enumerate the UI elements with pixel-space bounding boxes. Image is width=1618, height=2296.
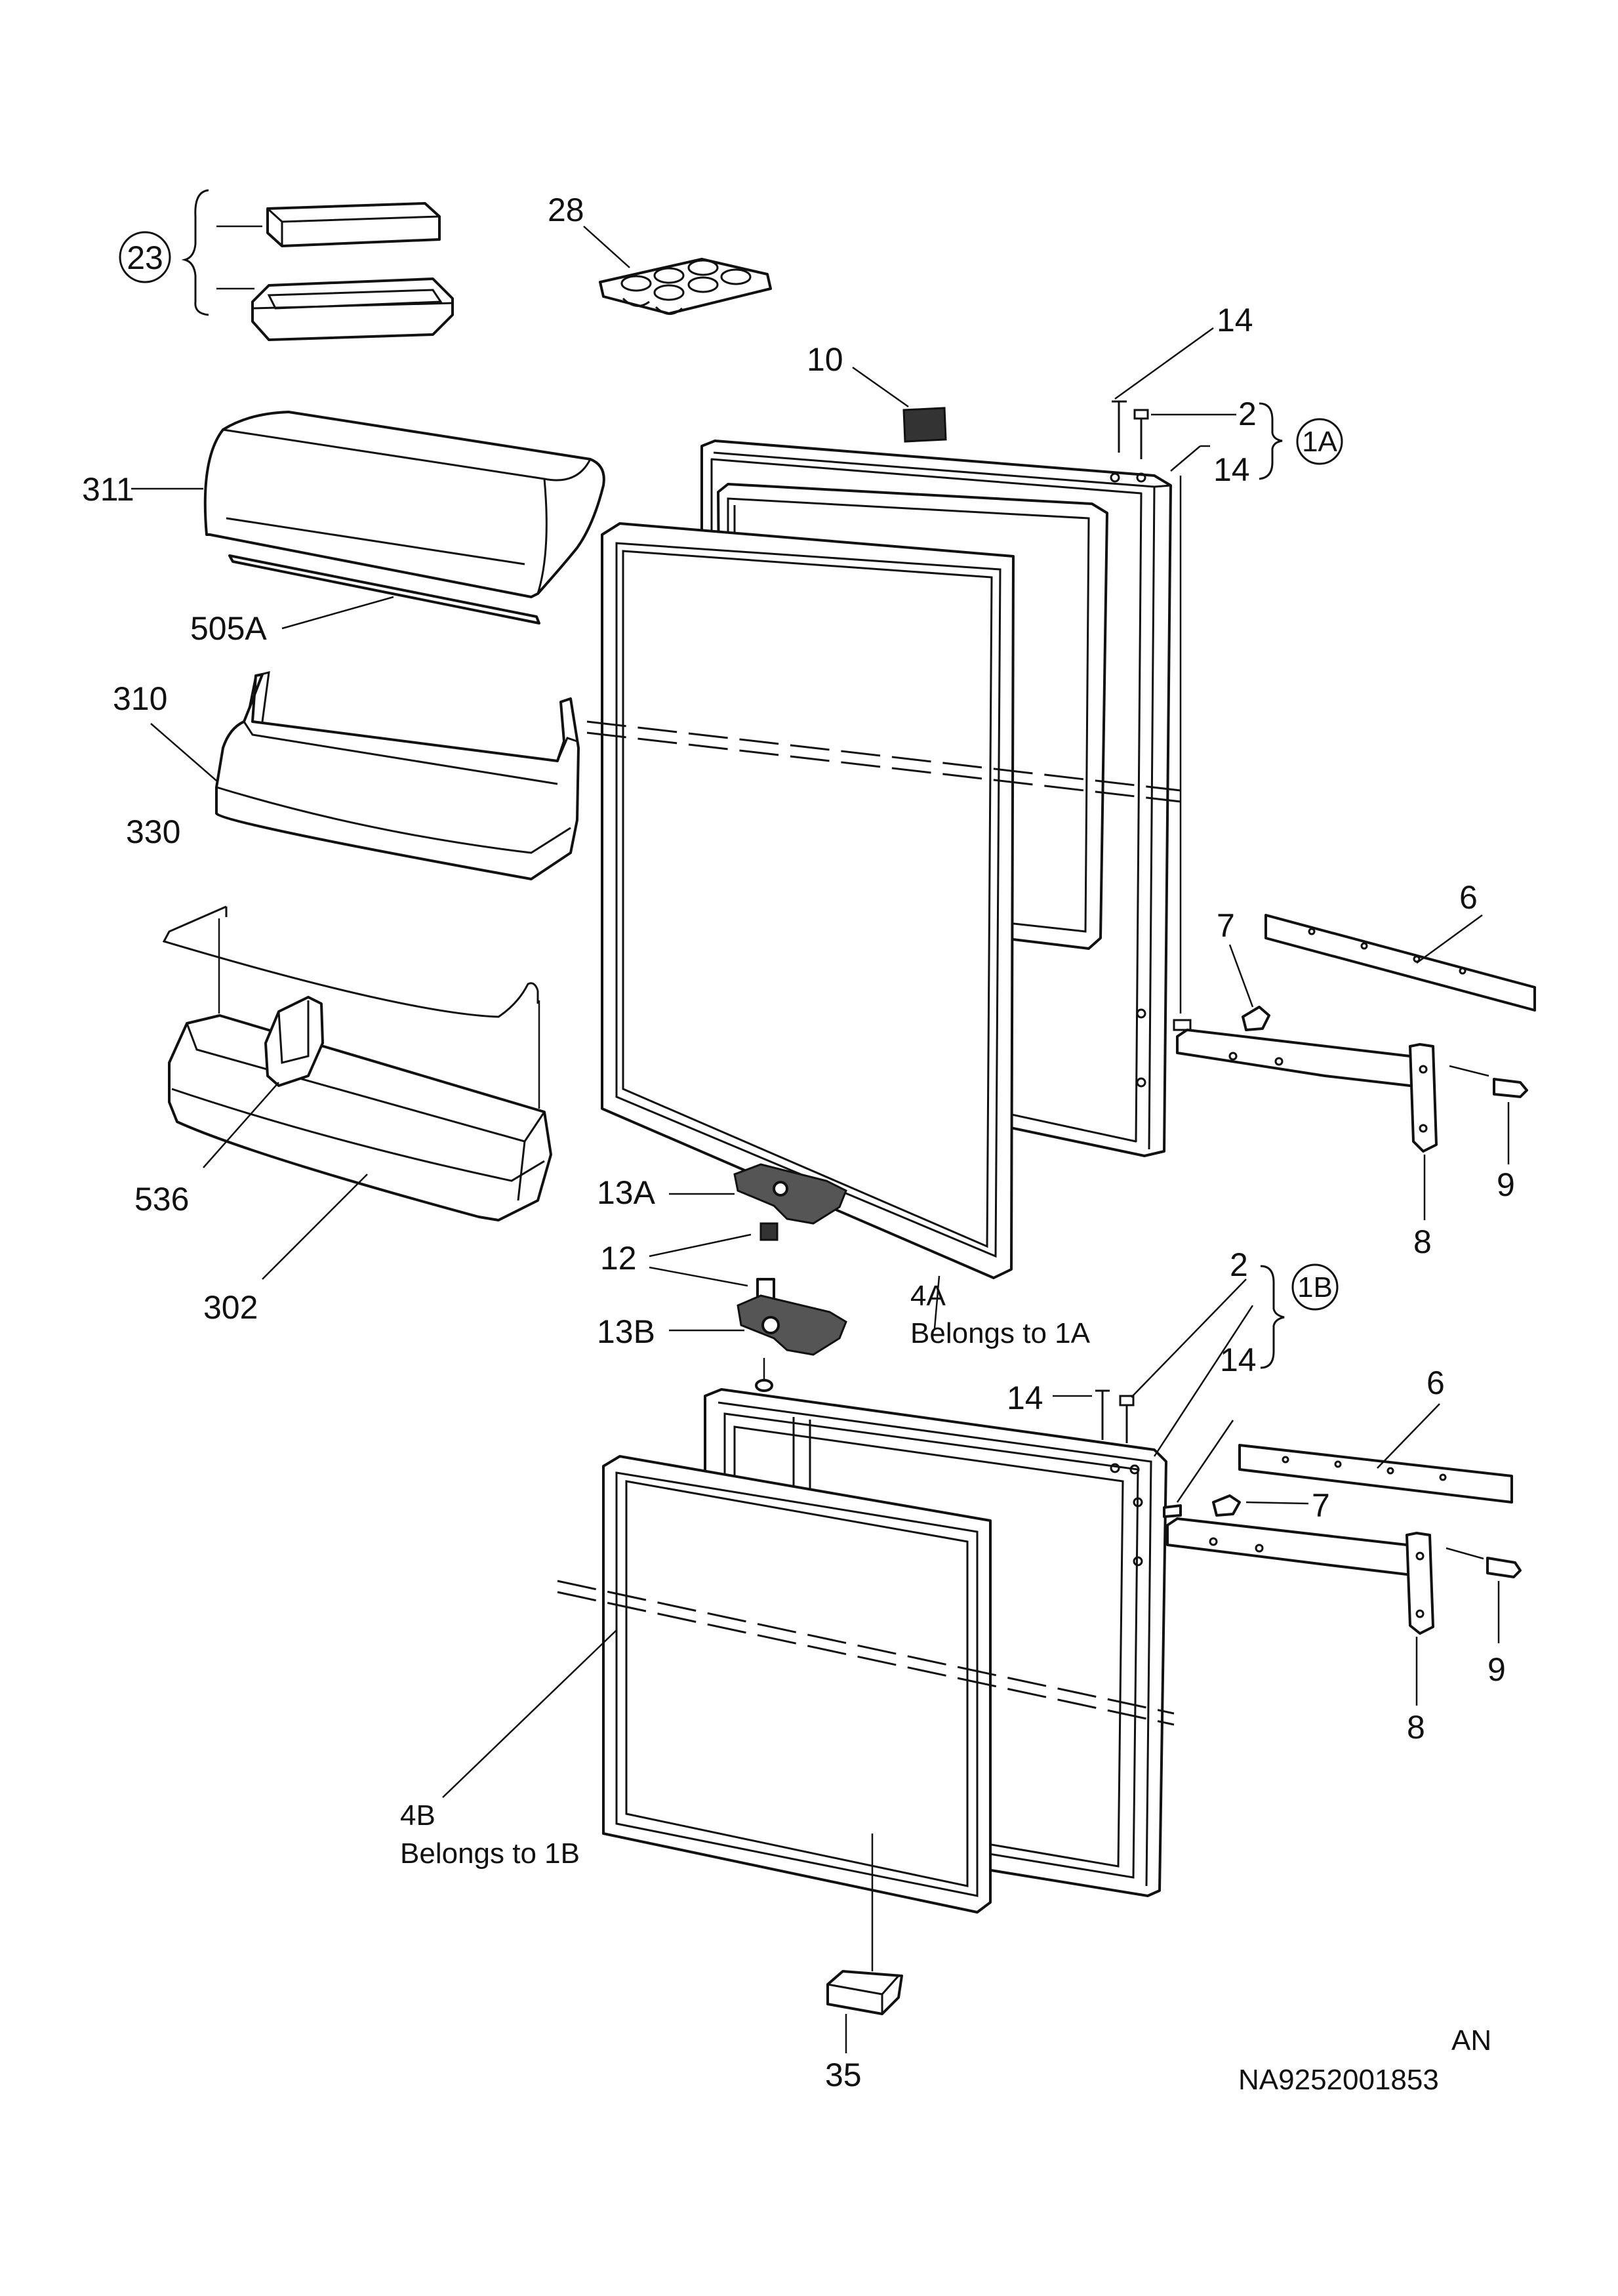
- label-8-bottom: 8: [1407, 1709, 1425, 1746]
- label-505A: 505A: [190, 610, 267, 647]
- label-7-top: 7: [1217, 907, 1235, 944]
- upper-hinge-assembly: [1176, 914, 1536, 1220]
- label-2-top: 2: [1238, 396, 1257, 432]
- label-4B: 4B: [400, 1799, 435, 1832]
- middle-hinge-13B: [669, 1294, 847, 1392]
- part-311-dairy-lid: [131, 411, 605, 598]
- label-7-bottom: 7: [1312, 1487, 1330, 1524]
- part-10-label: [852, 366, 947, 443]
- middle-hinge-pin-12: [649, 1222, 779, 1303]
- label-6-top: 6: [1459, 879, 1478, 916]
- part-536-divider: [203, 996, 324, 1168]
- label-1B: 1B: [1297, 1271, 1333, 1303]
- lower-hinge-assembly: [1166, 1403, 1522, 1706]
- part-23-container: [251, 202, 454, 341]
- label-14-top: 14: [1217, 302, 1253, 338]
- label-536: 536: [134, 1181, 189, 1218]
- part-310-door-shelf: [150, 671, 580, 880]
- brace-23: [119, 189, 262, 316]
- label-28: 28: [548, 192, 584, 228]
- cut-line-upper: [586, 720, 1181, 803]
- label-23: 23: [127, 239, 163, 276]
- cut-line-lower: [557, 1580, 1175, 1726]
- gasket-4B: [442, 1455, 992, 1971]
- middle-hinge-13A: [669, 1163, 847, 1225]
- gasket-4A: [601, 522, 1015, 1329]
- label-330: 330: [126, 813, 180, 850]
- label-9-bottom: 9: [1487, 1651, 1506, 1688]
- label-12: 12: [600, 1240, 637, 1277]
- label-35: 35: [825, 2057, 862, 2093]
- label-6-bottom: 6: [1426, 1364, 1445, 1401]
- label-2-bottom: 2: [1230, 1246, 1248, 1283]
- label-4B-note: Belongs to 1B: [400, 1837, 580, 1870]
- label-14-bottom: 14: [1007, 1380, 1043, 1416]
- label-14-top2: 14: [1213, 451, 1250, 488]
- part-302-bottle-shelf: [168, 1014, 552, 1280]
- label-13A: 13A: [597, 1174, 656, 1211]
- label-9-top: 9: [1497, 1166, 1515, 1203]
- lower-top-screws: [1053, 1263, 1339, 1518]
- document-number: NA9252001853: [1238, 2064, 1439, 2096]
- label-302: 302: [203, 1289, 258, 1326]
- part-35-cover: [826, 1970, 903, 2053]
- label-310: 310: [113, 680, 167, 717]
- label-8-top: 8: [1413, 1223, 1432, 1260]
- label-14-bottom2: 14: [1220, 1342, 1257, 1378]
- label-10: 10: [807, 341, 843, 378]
- label-4A: 4A: [910, 1280, 946, 1312]
- label-1A: 1A: [1302, 426, 1337, 458]
- label-4A-note: Belongs to 1A: [910, 1317, 1091, 1349]
- label-311: 311: [82, 471, 134, 508]
- part-505A-strip: [228, 554, 540, 630]
- part-330-wire-rail: [162, 905, 540, 1109]
- label-13B: 13B: [597, 1313, 655, 1350]
- language-code: AN: [1451, 2024, 1491, 2057]
- part-28-egg-tray: [583, 226, 772, 315]
